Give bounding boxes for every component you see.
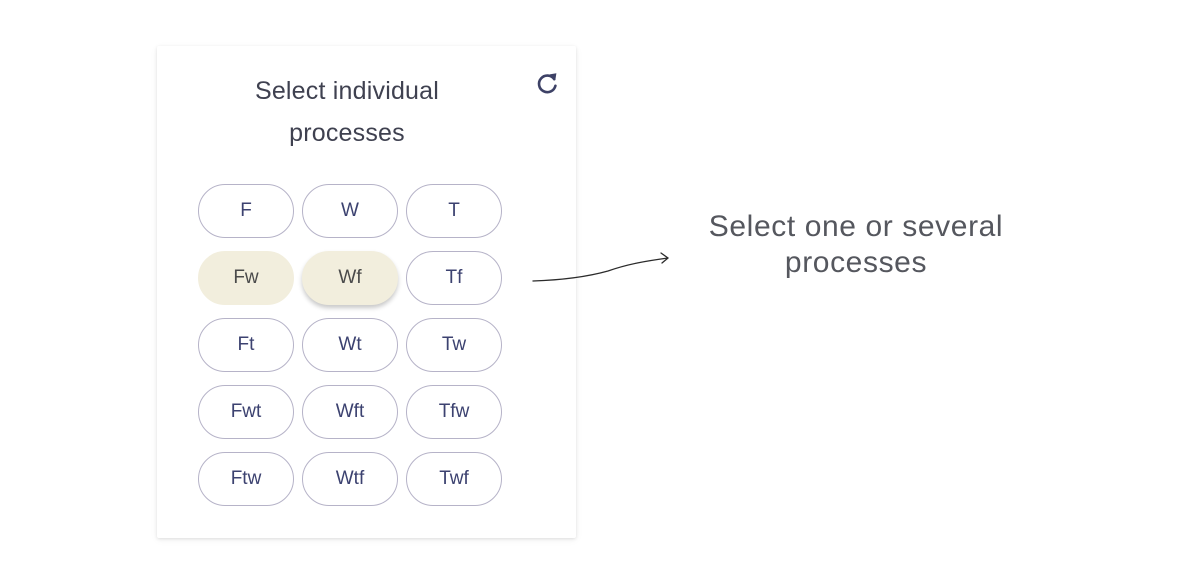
process-chip-ft[interactable]: Ft [198,318,294,372]
process-chip-wf[interactable]: Wf [302,251,398,305]
process-chip-ftw[interactable]: Ftw [198,452,294,506]
process-chip-wt[interactable]: Wt [302,318,398,372]
panel-title: Select individual processes [217,70,477,154]
process-chip-t[interactable]: T [406,184,502,238]
refresh-icon [537,73,557,94]
panel-title-line-2: processes [289,119,405,147]
panel-title-line-1: Select individual [254,77,440,105]
process-chip-f[interactable]: F [198,184,294,238]
annotation-line-2: processes [784,246,928,279]
process-chip-twf[interactable]: Twf [406,452,502,506]
process-chip-wft[interactable]: Wft [302,385,398,439]
process-chip-fw[interactable]: Fw [198,251,294,305]
process-chip-tfw[interactable]: Tfw [406,385,502,439]
process-chip-w[interactable]: W [302,184,398,238]
process-chip-fwt[interactable]: Fwt [198,385,294,439]
annotation-line-1: Select one or several [708,210,1004,243]
pointer-arrow [532,252,669,282]
process-chip-wtf[interactable]: Wtf [302,452,398,506]
reset-button[interactable] [531,67,563,99]
process-chip-tf[interactable]: Tf [406,251,502,305]
process-chip-tw[interactable]: Tw [406,318,502,372]
